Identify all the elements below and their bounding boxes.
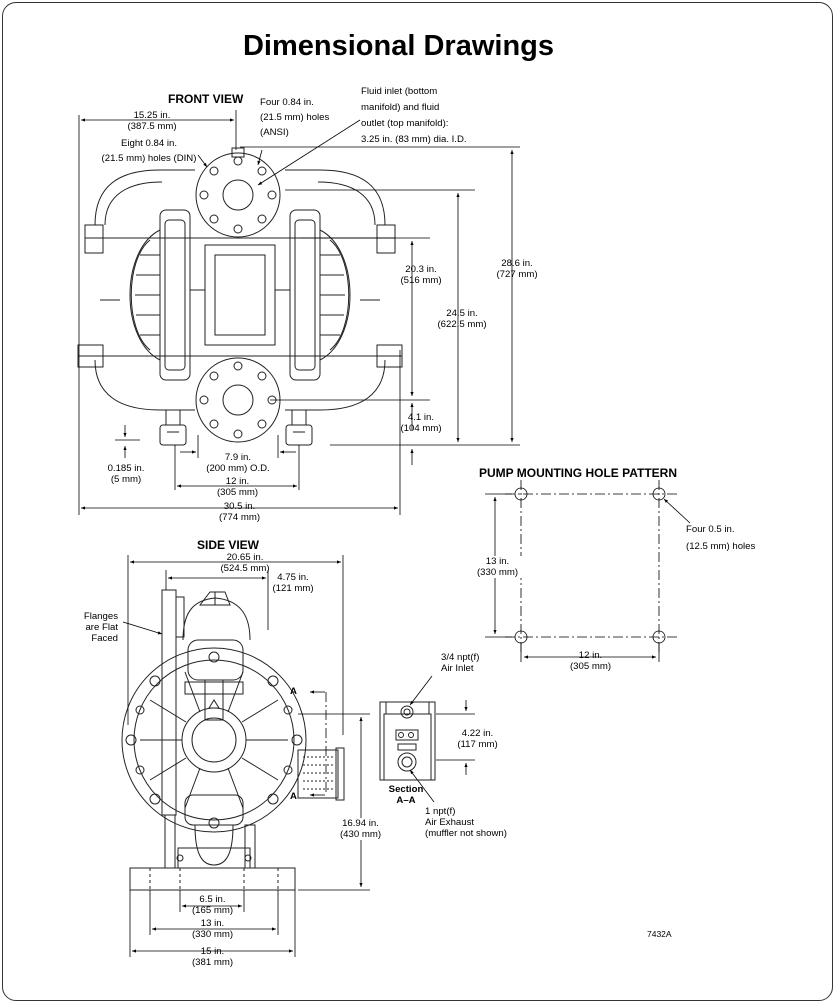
air-inlet-label: 3/4 npt(f) Air Inlet: [441, 652, 480, 674]
mounting-holes-label: Four 0.5 in. (12.5 mm) holes: [686, 524, 756, 552]
side-view-pump: [121, 589, 436, 891]
flanges-note: Flanges are Flat Faced: [83, 611, 118, 644]
front-view-dimensions: [78, 110, 520, 515]
mounting-depth-dimension: 13 in. (330 mm): [465, 556, 530, 578]
mounting-pattern-heading: PUMP MOUNTING HOLE PATTERN: [479, 466, 677, 480]
air-inlet-height-dimension: 4.22 in. (117 mm): [457, 728, 498, 750]
side-offset-dimension: 4.75 in. (121 mm): [272, 572, 314, 594]
mid-height-dimension: 24.5 in. (622.5 mm): [437, 308, 487, 330]
foot-spacing-dimension: 12 in. (305 mm): [216, 476, 259, 498]
side-view-heading: SIDE VIEW: [197, 538, 260, 552]
air-exhaust-label: 1 npt(f) Air Exhaust (muffler not shown): [425, 806, 507, 839]
flange-od-dimension: 7.9 in. (200 mm) O.D.: [206, 452, 270, 474]
page-title: Dimensional Drawings: [242, 30, 554, 62]
overall-width-dimension: 15.25 in. (387.5 mm): [127, 110, 177, 132]
outlet-height-dimension: 20.3 in. (516 mm): [400, 264, 442, 286]
din-holes-label: Eight 0.84 in. (21.5 mm) holes (DIN): [101, 138, 197, 164]
base-width-dimension: 30.5 in. (774 mm): [218, 501, 261, 523]
ansi-holes-label: Four 0.84 in. (21.5 mm) holes (ANSI): [260, 97, 330, 138]
inlet-height-dimension: 4.1 in. (104 mm): [400, 412, 442, 434]
section-a-a-label: Section A–A: [388, 784, 424, 806]
side-height-dimension: 16.94 in. (430 mm): [328, 818, 393, 840]
mid-spacing-dimension: 13 in. (330 mm): [191, 918, 234, 940]
mounting-width-dimension: 12 in. (305 mm): [569, 650, 612, 672]
fluid-inlet-outlet-note: Fluid inlet (bottom manifold) and fluid …: [361, 86, 467, 145]
side-base-width-dimension: 15 in. (381 mm): [191, 946, 234, 968]
bolt-spacing-dimension: 6.5 in. (165 mm): [191, 894, 234, 916]
total-height-dimension: 28.6 in. (727 mm): [496, 258, 538, 280]
section-marker-bottom: A: [290, 791, 297, 802]
front-view-pump: [77, 147, 403, 446]
section-marker-top: A: [290, 686, 297, 697]
side-view-dimensions: [122, 555, 475, 957]
foot-thickness-dimension: 0.185 in. (5 mm): [107, 463, 145, 485]
front-view-heading: FRONT VIEW: [168, 92, 244, 106]
figure-id: 7432A: [647, 929, 672, 939]
side-overall-dimension: 20.65 in. (524.5 mm): [220, 552, 270, 574]
